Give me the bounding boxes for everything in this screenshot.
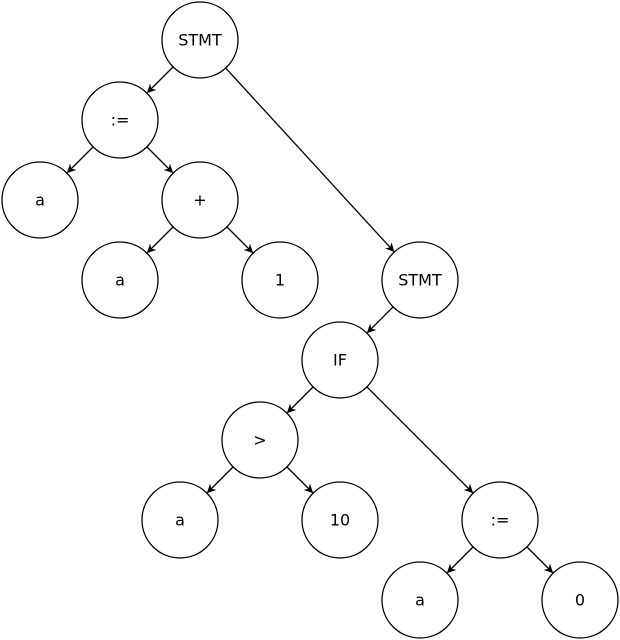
node-circle-stmt2 bbox=[381, 241, 459, 319]
node-label-plus: + bbox=[193, 191, 206, 210]
node-circle-a4 bbox=[381, 561, 459, 639]
node-circle-assign2 bbox=[461, 481, 539, 559]
node-label-stmt1: STMT bbox=[178, 31, 222, 50]
node-circle-a3 bbox=[141, 481, 219, 559]
node-ten: 10 bbox=[301, 481, 379, 559]
edge-gt-to-a3 bbox=[206, 466, 234, 494]
node-a4: a bbox=[381, 561, 459, 639]
node-circle-zero bbox=[541, 561, 619, 639]
node-circle-plus bbox=[161, 161, 239, 239]
node-label-if: IF bbox=[333, 351, 347, 370]
edge-assign1-to-plus bbox=[146, 146, 174, 174]
node-label-a4: a bbox=[415, 591, 425, 610]
node-if: IF bbox=[301, 321, 379, 399]
edge-assign2-to-a4 bbox=[446, 546, 474, 574]
edge-plus-to-one bbox=[226, 226, 254, 254]
node-stmt2: STMT bbox=[381, 241, 459, 319]
node-label-assign1: := bbox=[111, 111, 130, 130]
node-circle-gt bbox=[221, 401, 299, 479]
edge-if-to-gt bbox=[286, 386, 314, 414]
node-assign1: := bbox=[81, 81, 159, 159]
edge-assign1-to-a1 bbox=[66, 146, 94, 174]
node-assign2: := bbox=[461, 481, 539, 559]
node-one: 1 bbox=[241, 241, 319, 319]
node-label-zero: 0 bbox=[575, 591, 585, 610]
node-label-one: 1 bbox=[275, 271, 285, 290]
node-label-gt: > bbox=[253, 431, 266, 450]
node-label-a3: a bbox=[175, 511, 185, 530]
node-label-stmt2: STMT bbox=[398, 271, 442, 290]
node-a1: a bbox=[1, 161, 79, 239]
node-a3: a bbox=[141, 481, 219, 559]
edge-stmt2-to-if bbox=[366, 306, 394, 334]
edge-stmt1-to-assign1 bbox=[146, 66, 174, 94]
node-stmt1: STMT bbox=[161, 1, 239, 79]
node-label-ten: 10 bbox=[330, 511, 350, 530]
node-circle-ten bbox=[301, 481, 379, 559]
node-circle-a1 bbox=[1, 161, 79, 239]
node-a2: a bbox=[81, 241, 159, 319]
edge-assign2-to-zero bbox=[526, 546, 554, 574]
node-circle-one bbox=[241, 241, 319, 319]
edge-if-to-assign2 bbox=[366, 386, 474, 494]
edges-layer bbox=[66, 66, 554, 574]
node-label-a2: a bbox=[115, 271, 125, 290]
node-circle-stmt1 bbox=[161, 1, 239, 79]
node-gt: > bbox=[221, 401, 299, 479]
edge-stmt1-to-stmt2 bbox=[225, 67, 395, 253]
node-circle-a2 bbox=[81, 241, 159, 319]
node-plus: + bbox=[161, 161, 239, 239]
edge-plus-to-a2 bbox=[146, 226, 174, 254]
edge-gt-to-ten bbox=[286, 466, 314, 494]
node-label-a1: a bbox=[35, 191, 45, 210]
node-zero: 0 bbox=[541, 561, 619, 639]
node-label-assign2: := bbox=[491, 511, 510, 530]
node-circle-if bbox=[301, 321, 379, 399]
node-circle-assign1 bbox=[81, 81, 159, 159]
